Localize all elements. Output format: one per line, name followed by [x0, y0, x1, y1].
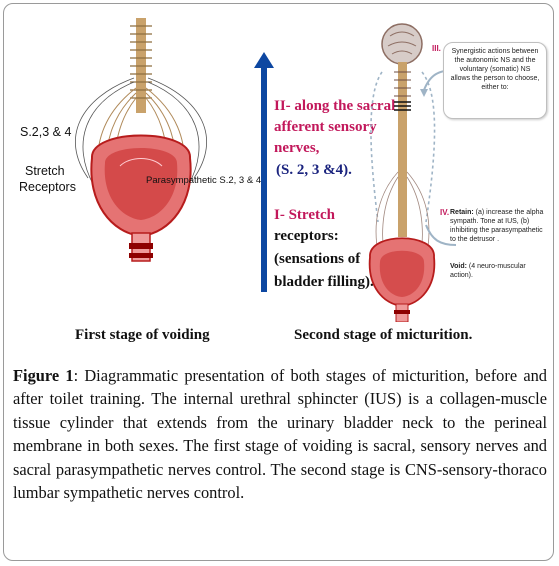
figure-caption: Figure 1: Diagrammatic presentation of b… — [13, 364, 547, 504]
figure-label: Figure 1 — [13, 366, 74, 385]
segment-label: S.2,3 & 4 — [20, 125, 72, 139]
label-i-line4: bladder filling). — [274, 274, 374, 290]
brain-shape — [381, 23, 423, 65]
label-ii-line4: (S. 2, 3 &4). — [276, 162, 352, 178]
label-i-line3: (sensations of — [274, 251, 361, 267]
box-iii — [443, 42, 547, 119]
iv-number: IV. — [440, 208, 450, 217]
iv-void-head: Void: — [450, 263, 467, 270]
label-i-line2: receptors: — [274, 228, 339, 244]
label-ii-number: II- — [274, 98, 291, 114]
iv-void-body: (4 neuro-muscular action). — [450, 263, 526, 279]
box-iii-number: III. — [432, 44, 441, 53]
label-ii-line3: nerves, — [274, 140, 320, 156]
parasympathetic-label: Parasympathetic S.2, 3 & 4 — [146, 175, 262, 186]
iv-void-text: Void: (4 neuro-muscular action). — [450, 262, 550, 280]
label-ii-text1: along the sacral — [290, 98, 396, 114]
receptors-label: Receptors — [19, 180, 76, 194]
upward-arrow — [254, 52, 274, 292]
label-i-number: I- — [274, 207, 285, 223]
first-stage-caption: First stage of voiding — [75, 327, 210, 343]
figure-caption-text: : Diagrammatic presentation of both stag… — [13, 366, 547, 503]
label-i-line1: I- Stretch — [274, 205, 335, 226]
second-stage-caption: Second stage of micturition. — [294, 327, 473, 343]
iv-retain-text: Retain: (a) increase the alpha sympath. … — [450, 208, 550, 244]
iv-retain-head: Retain: — [450, 209, 474, 216]
iv-retain-body: (a) increase the alpha sympath. Tone at … — [450, 209, 544, 243]
label-ii-line1: II- along the sacral — [274, 96, 395, 117]
stretch-label: Stretch — [25, 164, 65, 178]
label-ii-line2: afferent sensory — [274, 119, 377, 135]
first-stage-illustration — [74, 18, 208, 262]
second-stage-illustration — [368, 23, 436, 322]
spinal-cord-2 — [398, 62, 407, 237]
label-i-text1: Stretch — [284, 207, 335, 223]
box-iii-text: Synergistic actions between the autonomi… — [450, 48, 540, 91]
